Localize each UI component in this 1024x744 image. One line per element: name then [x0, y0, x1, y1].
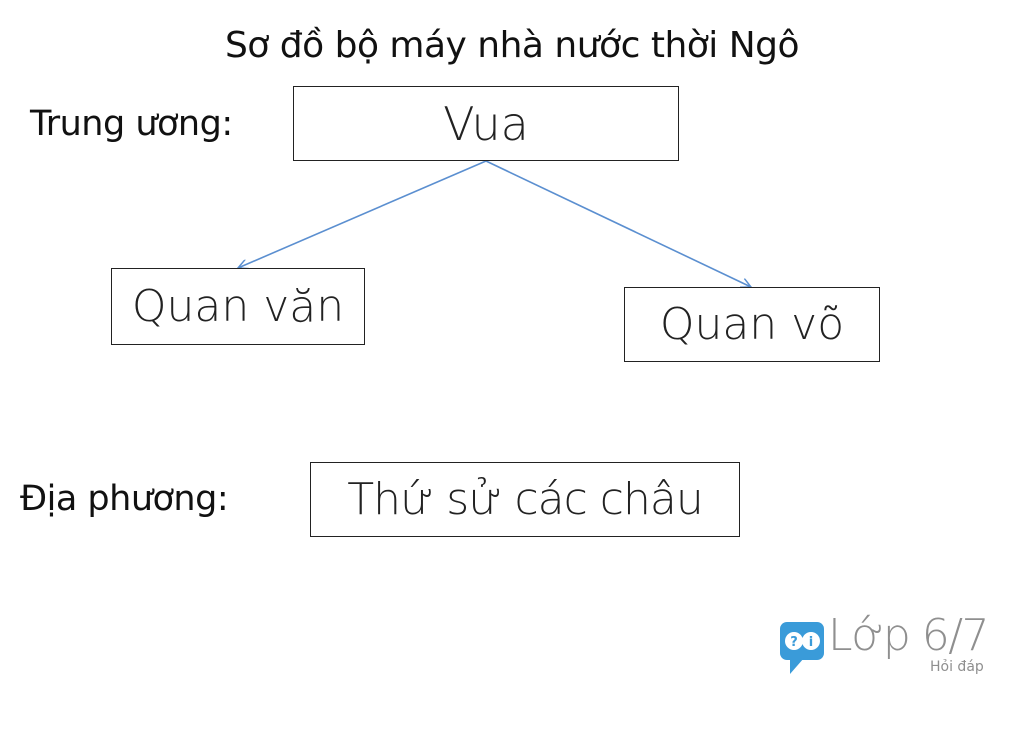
svg-text:?: ? [790, 635, 798, 650]
node-military-officials-label: Quan võ [659, 299, 845, 350]
node-military-officials: Quan võ [624, 287, 880, 362]
edge-king-to-military-officials [485, 160, 751, 287]
local-level-label: Địa phương: [20, 479, 229, 519]
site-logo: ? i Lớp 6/7 Hỏi đáp [778, 610, 1000, 682]
logo-subtext: Hỏi đáp [930, 659, 984, 675]
node-provincial-governors: Thứ sử các châu [310, 462, 740, 537]
chat-bubble-question-icon: ? i [780, 622, 824, 674]
node-king-label: Vua [443, 96, 529, 151]
node-king: Vua [293, 86, 679, 161]
logo-text: Lớp 6/7 [828, 610, 990, 661]
edge-king-to-civil-officials [238, 160, 487, 268]
node-civil-officials: Quan văn [111, 268, 365, 345]
diagram-title: Sơ đồ bộ máy nhà nước thời Ngô [224, 25, 800, 66]
central-level-label: Trung ương: [30, 104, 233, 144]
node-provincial-governors-label: Thứ sử các châu [347, 474, 703, 525]
svg-text:i: i [809, 635, 813, 650]
node-civil-officials-label: Quan văn [131, 281, 345, 332]
